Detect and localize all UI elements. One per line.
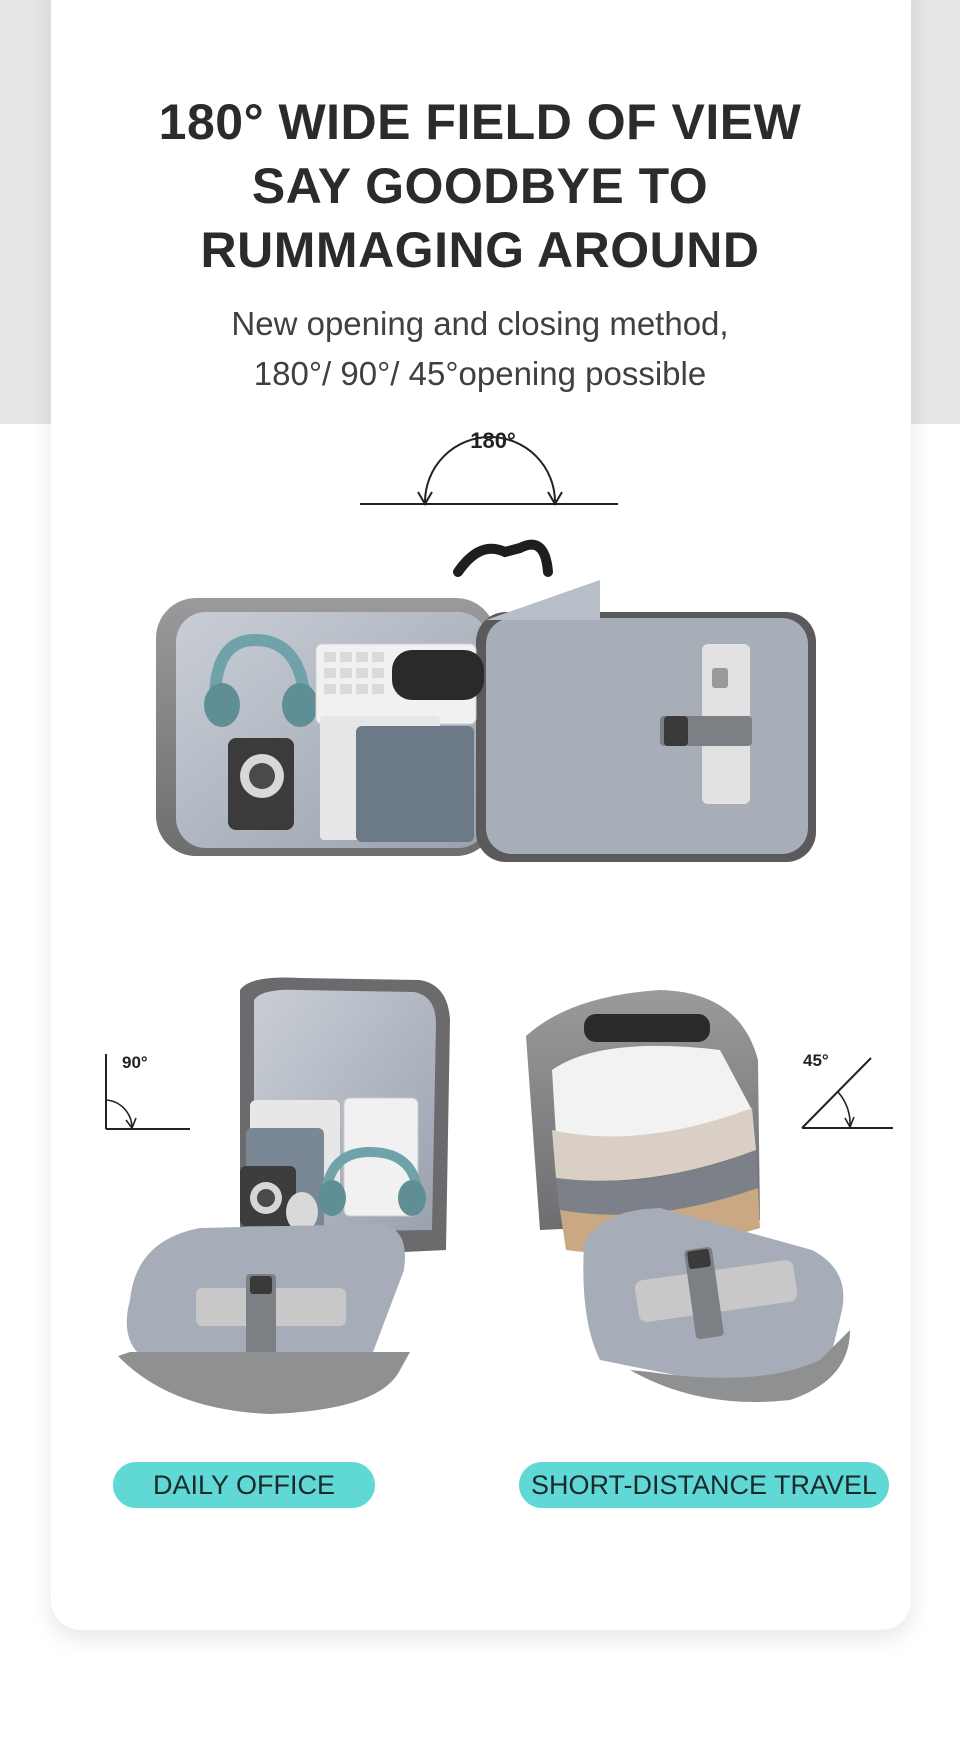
headline-line-1: 180° WIDE FIELD OF VIEW — [158, 94, 802, 150]
backpack-180-image — [156, 539, 816, 862]
subheadline-line-1: New opening and closing method, — [231, 305, 729, 342]
angle-45-label: 45° — [803, 1051, 829, 1070]
angle-180-diagram: 180° — [360, 428, 618, 506]
backpack-90-image — [118, 977, 450, 1414]
daily-office-label: DAILY OFFICE — [113, 1462, 375, 1508]
angle-90-diagram: 90° — [105, 1053, 190, 1130]
angle-90-label: 90° — [122, 1053, 148, 1072]
headline-line-3: RUMMAGING AROUND — [200, 222, 760, 278]
angle-180-label: 180° — [470, 428, 516, 453]
angle-45-diagram: 45° — [801, 1051, 893, 1129]
headline-line-2: SAY GOODBYE TO — [251, 158, 709, 214]
subheadline-line-2: 180°/ 90°/ 45°opening possible — [253, 355, 707, 392]
short-distance-travel-label: SHORT-DISTANCE TRAVEL — [519, 1462, 889, 1508]
backpack-45-image — [526, 990, 850, 1402]
